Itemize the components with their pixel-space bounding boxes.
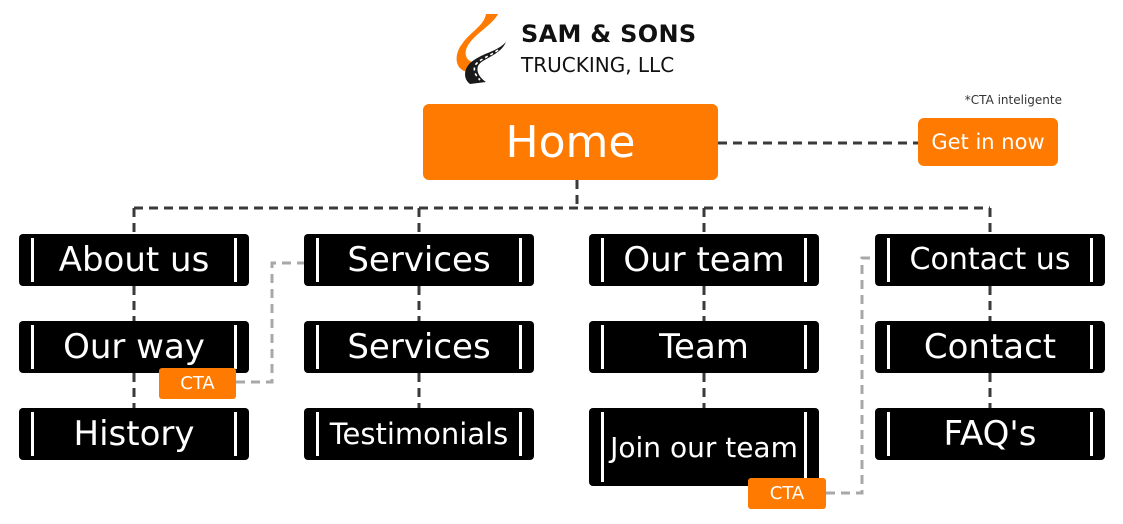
node-label: FAQ's bbox=[943, 414, 1037, 454]
get-in-now-button[interactable]: Get in now bbox=[918, 118, 1058, 166]
node-label: Testimonials bbox=[329, 416, 509, 451]
node-label: Join our team bbox=[610, 430, 798, 464]
home-label: Home bbox=[505, 116, 636, 168]
node-our-team[interactable]: Our team bbox=[589, 234, 819, 286]
node-label: Our team bbox=[623, 240, 785, 280]
node-label: History bbox=[73, 414, 195, 454]
node-our-way[interactable]: Our way bbox=[19, 321, 249, 373]
get-in-now-label: Get in now bbox=[931, 130, 1045, 154]
cta-badge-label: CTA bbox=[180, 373, 215, 394]
node-history[interactable]: History bbox=[19, 408, 249, 460]
logo-icon bbox=[456, 12, 512, 86]
brand-name: SAM & SONS bbox=[521, 20, 697, 48]
node-label: Contact us bbox=[909, 242, 1071, 277]
node-faqs[interactable]: FAQ's bbox=[875, 408, 1105, 460]
node-join-our-team[interactable]: Join our team bbox=[589, 408, 819, 486]
node-label: Services bbox=[347, 240, 491, 280]
node-label: Team bbox=[659, 327, 749, 367]
node-contact-us[interactable]: Contact us bbox=[875, 234, 1105, 286]
cta-badge-our-way[interactable]: CTA bbox=[159, 368, 236, 399]
cta-badge-join-team[interactable]: CTA bbox=[748, 478, 826, 509]
cta-to-contact-connector bbox=[826, 256, 875, 495]
node-contact[interactable]: Contact bbox=[875, 321, 1105, 373]
node-label: About us bbox=[58, 240, 210, 280]
node-label: Services bbox=[347, 327, 491, 367]
node-services-detail[interactable]: Services bbox=[304, 321, 534, 373]
node-testimonials[interactable]: Testimonials bbox=[304, 408, 534, 460]
node-services[interactable]: Services bbox=[304, 234, 534, 286]
cta-to-services-connector bbox=[236, 261, 305, 384]
cta-badge-label: CTA bbox=[769, 483, 805, 504]
home-node[interactable]: Home bbox=[423, 104, 718, 180]
node-label: Contact bbox=[923, 327, 1057, 367]
brand-subtitle: TRUCKING, LLC bbox=[521, 53, 675, 77]
node-about-us[interactable]: About us bbox=[19, 234, 249, 286]
smart-cta-note: *CTA inteligente bbox=[964, 93, 1062, 107]
node-team[interactable]: Team bbox=[589, 321, 819, 373]
node-label: Our way bbox=[63, 327, 205, 367]
